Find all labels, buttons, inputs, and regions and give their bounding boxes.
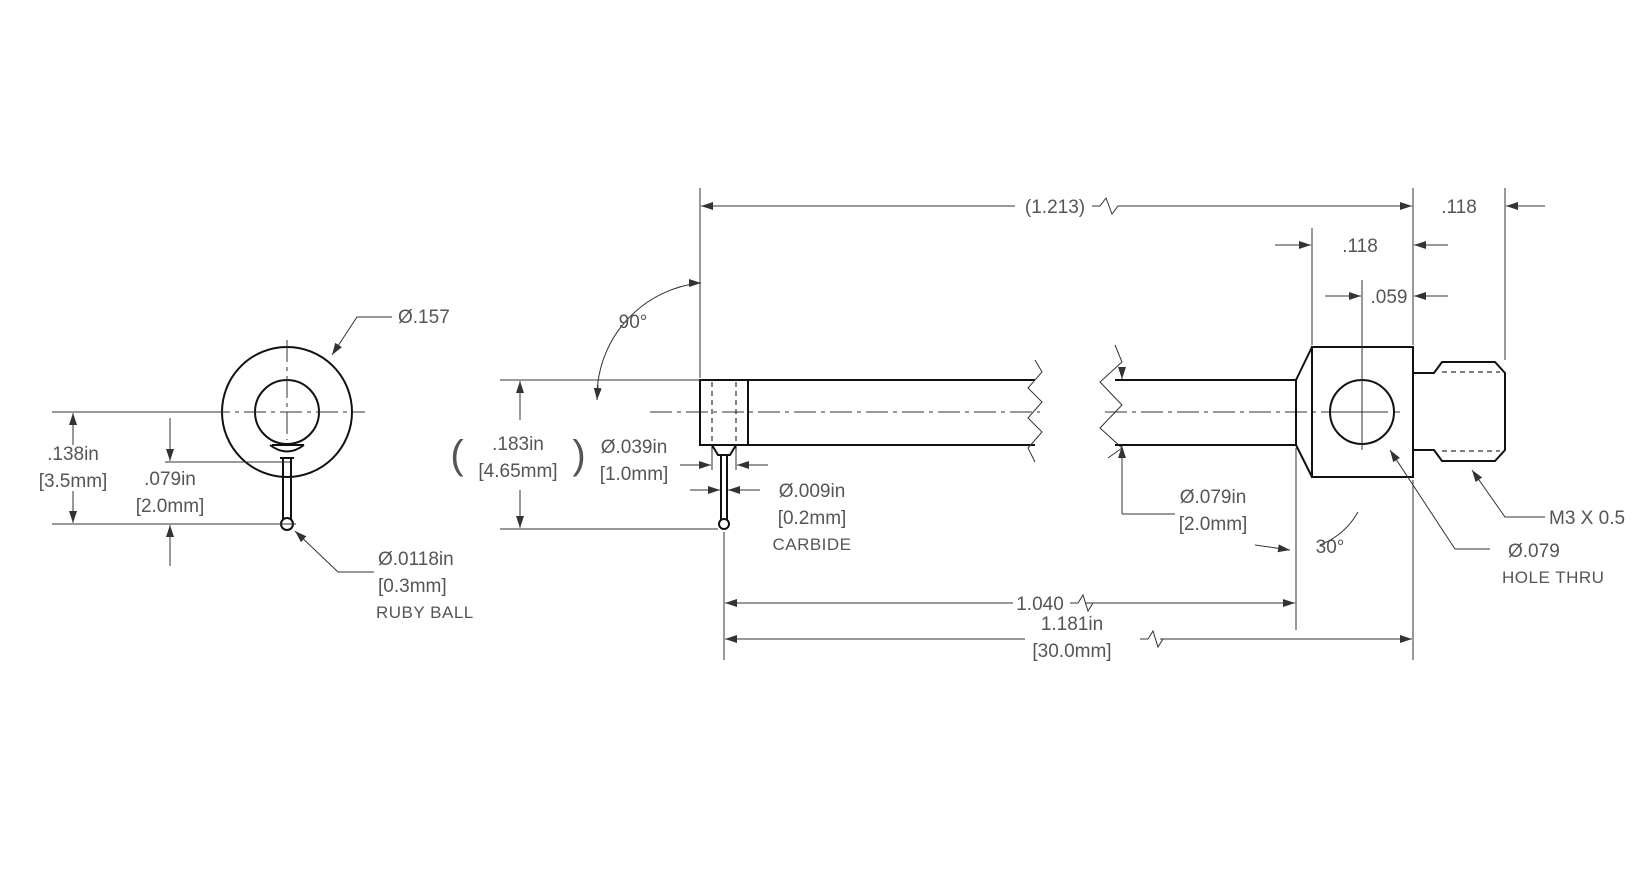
- thread-outline: [1413, 361, 1506, 462]
- total-length-in: 1.181in: [1041, 614, 1103, 635]
- head-length-dim: .118: [1342, 236, 1378, 257]
- tip-diameter-in: Ø.039in: [601, 437, 668, 458]
- ball-material-note: RUBY BALL: [376, 603, 474, 622]
- stem-diameter-in: Ø.009in: [779, 481, 846, 502]
- end-height-in: .138in: [47, 444, 99, 465]
- hole-position-dim: .059: [1371, 287, 1408, 308]
- break-line-left: [1027, 359, 1043, 463]
- svg-text:(: (: [450, 433, 464, 477]
- chamfer-angle-label: 30°: [1316, 537, 1345, 558]
- tip-cone: [269, 444, 305, 459]
- side-view: (1.213) .118 .118 .059 90° ( ) .183in [4…: [450, 188, 1625, 662]
- ball-diameter-mm: [0.3mm]: [378, 576, 447, 597]
- hole-diameter-label: Ø.079: [1508, 541, 1560, 562]
- end-height-mm: [3.5mm]: [39, 471, 108, 492]
- tip-diameter-mm: [1.0mm]: [600, 464, 669, 485]
- tip-height-mm: [4.65mm]: [478, 461, 557, 482]
- stem-diameter-mm: [0.2mm]: [778, 508, 847, 529]
- tip-height-in: .183in: [492, 434, 544, 455]
- hole-thru-note: HOLE THRU: [1502, 568, 1604, 587]
- end-offset-in: .079in: [144, 469, 196, 490]
- total-length-mm: [30.0mm]: [1032, 641, 1111, 662]
- shaft-length-dim: 1.040: [1016, 594, 1064, 615]
- tip-taper: [711, 444, 737, 456]
- ball-diameter-label: Ø.0118in: [378, 549, 454, 570]
- shaft-diameter-in: Ø.079in: [1180, 487, 1247, 508]
- end-view: .138in [3.5mm] .079in [2.0mm] Ø.157 Ø.01…: [39, 307, 474, 622]
- angle-90-label: 90°: [619, 312, 648, 333]
- ruby-ball-side: [718, 518, 730, 530]
- stem-material-note: CARBIDE: [772, 535, 851, 554]
- shaft-diameter-mm: [2.0mm]: [1179, 514, 1248, 535]
- collar-diameter-label: Ø.157: [398, 307, 450, 328]
- thread-length-dim: .118: [1441, 197, 1477, 218]
- svg-text:): ): [572, 433, 585, 477]
- break-line-right: [1099, 344, 1123, 459]
- thread-spec-label: M3 X 0.5: [1549, 508, 1625, 529]
- overall-ref-dim: (1.213): [1025, 197, 1085, 218]
- end-offset-mm: [2.0mm]: [136, 496, 205, 517]
